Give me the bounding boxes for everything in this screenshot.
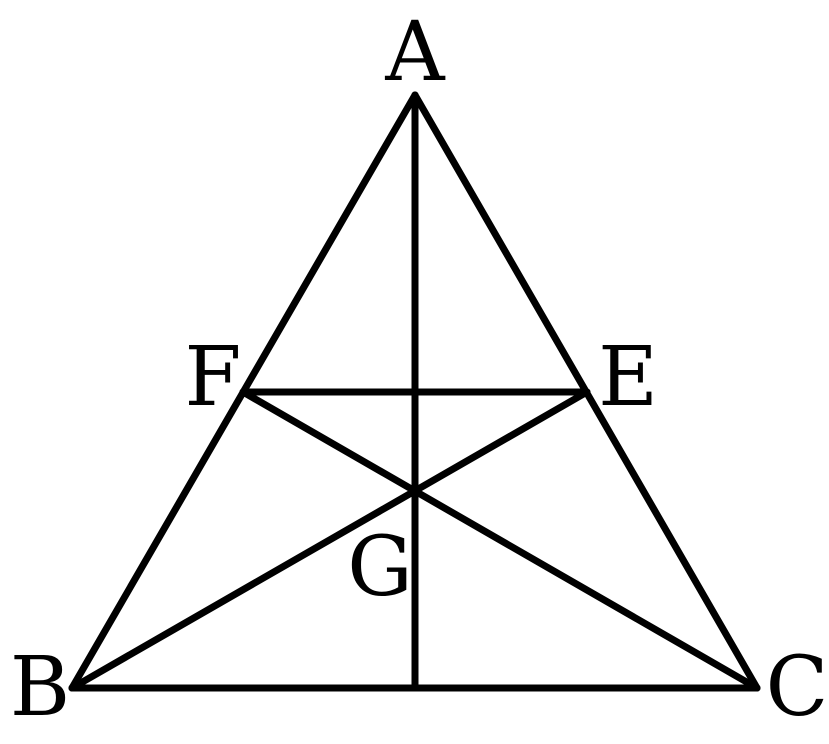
label-f: F <box>185 330 242 425</box>
label-e: E <box>598 330 658 425</box>
segment-fc <box>239 388 761 692</box>
label-b: B <box>10 640 70 735</box>
diagram-lines <box>68 91 761 692</box>
label-a: A <box>384 5 446 100</box>
segment-be <box>68 388 591 692</box>
label-c: C <box>766 640 829 735</box>
label-g: G <box>347 520 413 615</box>
